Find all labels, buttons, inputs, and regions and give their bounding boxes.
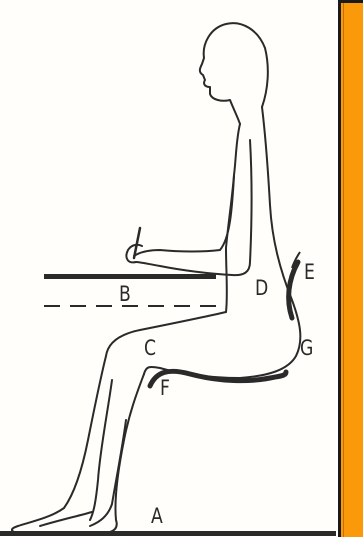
shin-back [90,380,112,520]
shin-back-2 [90,420,126,526]
shin-front [12,356,144,532]
hip-outline [226,248,227,312]
backrest [289,262,298,318]
forearm-inner [134,176,234,256]
thigh-top [106,312,226,356]
foot-back [40,512,92,526]
arm-outline [136,140,252,275]
label-c: C [144,338,156,359]
label-b: B [119,284,131,305]
label-e: E [304,262,315,283]
desk-surface [44,274,216,279]
orange-side-panel [338,0,363,537]
back-outline [240,107,300,378]
seated-figure-drawing [0,0,336,537]
floor [0,531,336,536]
label-a: A [151,506,163,527]
panel-inner-rule [343,3,344,537]
head-outline [200,23,268,124]
label-g: G [300,338,313,359]
posture-diagram: A B C D E F G [0,0,336,537]
label-f: F [160,378,170,399]
label-d: D [255,278,268,299]
